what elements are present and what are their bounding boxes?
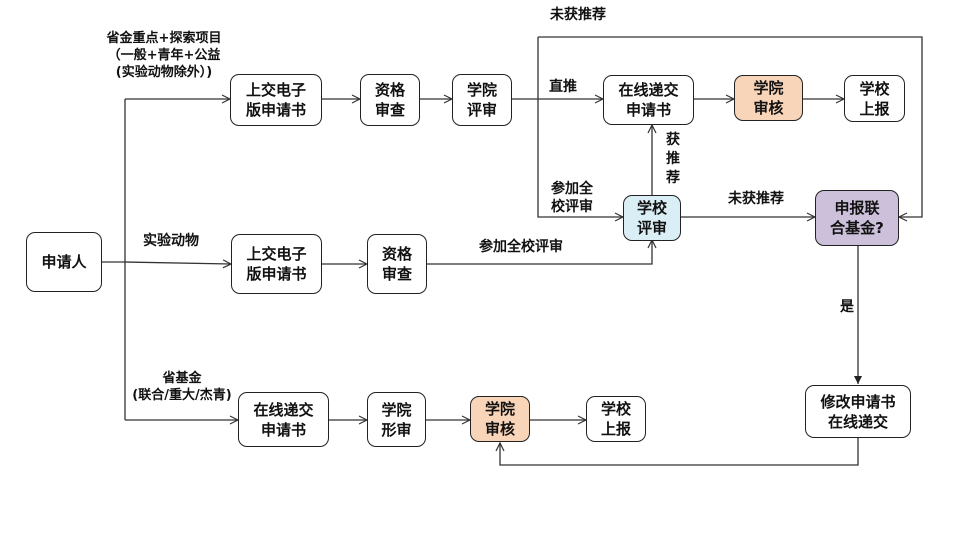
node-r1-college-eval: 学院 评审 <box>452 74 512 126</box>
label-not-recommended-top: 未获推荐 <box>550 7 606 23</box>
node-joint-fund: 申报联 合基金? <box>815 190 899 246</box>
label-yes: 是 <box>840 299 854 315</box>
node-school-eval: 学校 评审 <box>623 195 681 241</box>
node-r3-college-audit: 学院 审核 <box>470 396 530 442</box>
label-join-school: 参加全 校评审 <box>551 181 593 215</box>
node-r1-submit: 上交电子 版申请书 <box>230 74 322 126</box>
label-not-recommended-mid: 未获推荐 <box>728 191 784 207</box>
label-branch-mid: 实验动物 <box>143 233 199 249</box>
node-r3-report: 学校 上报 <box>586 396 646 442</box>
label-join-school-mid: 参加全校评审 <box>479 239 563 255</box>
edge-join-school <box>537 37 623 217</box>
node-r1-report: 学校 上报 <box>844 75 905 122</box>
label-branch-bottom: 省基金 (联合/重大/杰青) <box>132 371 232 403</box>
edge-not-recommended-top <box>538 36 923 217</box>
label-branch-top: 省金重点+探索项目 （一般+青年+公益 (实验动物除外）) <box>106 31 222 80</box>
node-r3-form: 学院 形审 <box>367 392 426 447</box>
node-r1-college-audit: 学院 审核 <box>734 75 803 121</box>
label-recommended: 获 推 荐 <box>666 132 680 186</box>
node-r1-online: 在线递交 申请书 <box>603 75 694 125</box>
node-r2-submit: 上交电子 版申请书 <box>231 234 322 294</box>
edge-revise-to-audit <box>500 437 859 466</box>
edge-r2-join-school <box>426 240 652 265</box>
node-r2-qualify: 资格 审查 <box>367 234 427 294</box>
node-applicant: 申请人 <box>26 232 102 292</box>
node-r1-qualify: 资格 审查 <box>360 74 420 126</box>
node-r3-online: 在线递交 申请书 <box>238 392 329 447</box>
node-revise: 修改申请书 在线递交 <box>805 385 911 438</box>
label-direct: 直推 <box>549 79 577 95</box>
edge-to-r2-submit <box>124 262 231 264</box>
